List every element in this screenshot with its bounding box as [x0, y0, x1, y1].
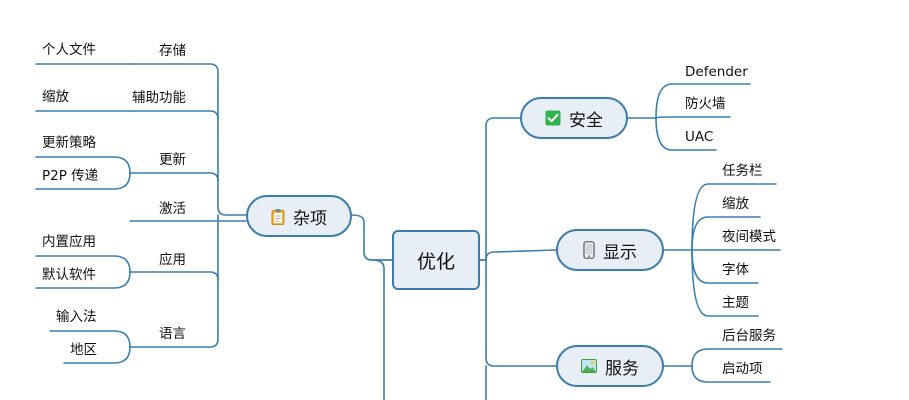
leaf-label-default-software[interactable]: 默认软件: [42, 267, 96, 283]
branch-node-misc[interactable]: 杂项: [246, 195, 352, 237]
leaf-label-builtin-apps[interactable]: 内置应用: [42, 234, 96, 250]
branch-node-display[interactable]: 显示: [556, 229, 664, 271]
leaf-label-update-policy[interactable]: 更新策略: [42, 135, 96, 151]
branch-label-security: 安全: [569, 110, 603, 131]
branch-label-display: 显示: [603, 242, 637, 263]
child-label-accessibility[interactable]: 辅助功能: [132, 90, 186, 106]
clipboard-icon: [271, 208, 285, 225]
leaf-label-region[interactable]: 地区: [70, 342, 97, 358]
child-label-language[interactable]: 语言: [159, 326, 186, 342]
child-label-apps[interactable]: 应用: [159, 252, 186, 268]
leaf-label-font[interactable]: 字体: [722, 262, 749, 278]
picture-icon: [581, 359, 597, 373]
child-label-storage[interactable]: 存储: [159, 43, 186, 59]
branch-node-services[interactable]: 服务: [556, 345, 664, 387]
root-node[interactable]: 优化: [392, 230, 480, 290]
check-box-icon: [545, 110, 561, 126]
root-label: 优化: [416, 250, 455, 273]
leaf-label-input-method[interactable]: 输入法: [56, 309, 97, 325]
leaf-label-uac[interactable]: UAC: [685, 129, 714, 145]
phone-icon: [583, 241, 595, 259]
leaf-label-zoom[interactable]: 缩放: [42, 89, 69, 105]
leaf-label-personal-files[interactable]: 个人文件: [42, 42, 96, 58]
child-label-activation[interactable]: 激活: [159, 201, 186, 217]
leaf-label-night-mode[interactable]: 夜间模式: [722, 229, 776, 245]
leaf-label-taskbar[interactable]: 任务栏: [722, 163, 763, 179]
branch-label-services: 服务: [605, 358, 639, 379]
leaf-label-p2p[interactable]: P2P 传递: [42, 168, 99, 184]
child-label-update[interactable]: 更新: [159, 152, 186, 168]
leaf-label-startup-items[interactable]: 启动项: [722, 361, 763, 377]
leaf-label-display-zoom[interactable]: 缩放: [722, 196, 749, 212]
leaf-label-firewall[interactable]: 防火墙: [685, 96, 726, 112]
branch-node-security[interactable]: 安全: [520, 97, 628, 139]
branch-label-misc: 杂项: [293, 208, 327, 229]
leaf-label-background-services[interactable]: 后台服务: [722, 328, 776, 344]
leaf-label-defender[interactable]: Defender: [685, 64, 748, 80]
leaf-label-theme[interactable]: 主题: [722, 295, 749, 311]
